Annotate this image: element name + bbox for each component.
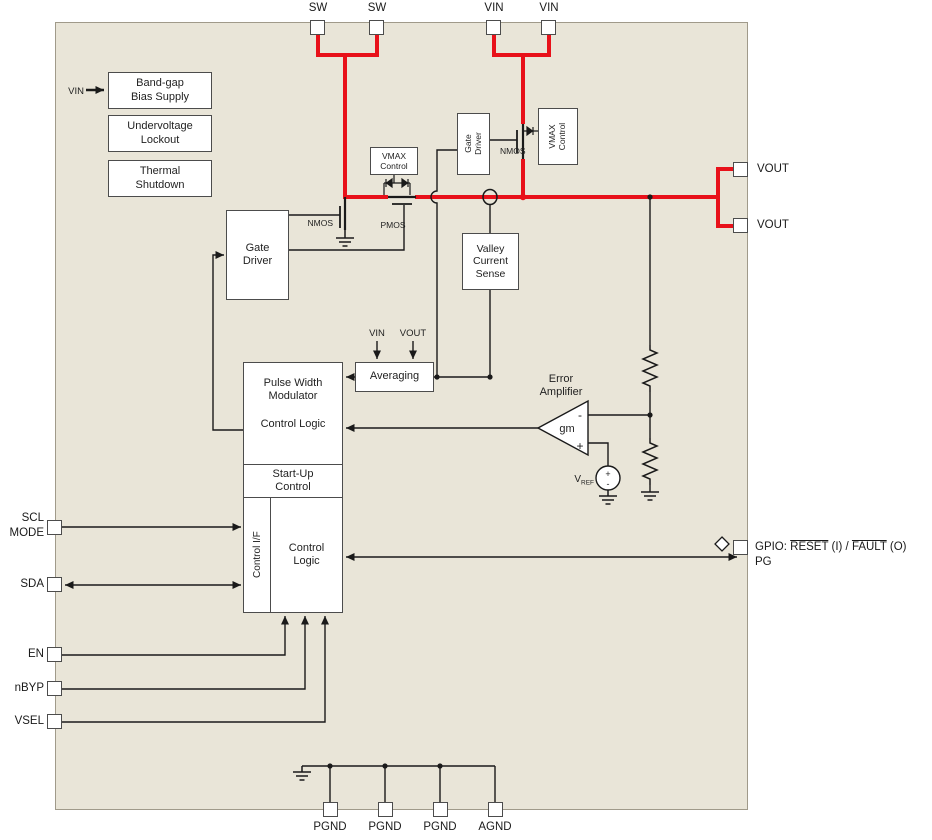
ground-nmos-left xyxy=(336,230,354,247)
control-if-strip: Control I/F xyxy=(244,498,271,612)
pin-gpio xyxy=(733,540,748,555)
pin-pgnd-2 xyxy=(378,802,393,817)
rail-junction-dot xyxy=(519,193,527,201)
pin-vin-2 xyxy=(541,20,556,35)
reset-overline: RESET xyxy=(790,541,829,553)
label-vin-2: VIN xyxy=(539,2,559,14)
pin-sda xyxy=(47,577,62,592)
open-drain-diamond xyxy=(714,536,730,552)
block-pwm: Pulse Width Modulator Control Logic xyxy=(243,362,343,465)
label-pgnd-1: PGND xyxy=(313,821,347,833)
power-rail xyxy=(316,34,734,228)
resistor-bottom xyxy=(641,438,659,485)
avg-vin-label: VIN xyxy=(369,328,385,339)
pmos-symbol xyxy=(388,195,416,205)
nmos-left-label: NMOS xyxy=(308,218,334,228)
label-vin-1: VIN xyxy=(484,2,504,14)
block-thermal-shutdown: Thermal Shutdown xyxy=(108,160,212,197)
ground-bus-symbol xyxy=(293,766,311,781)
error-amp-label-2: Amplifier xyxy=(540,386,583,398)
label-vout-1: VOUT xyxy=(757,163,789,175)
amp-plus-label: + xyxy=(576,439,583,453)
block-startup-control: Start-Up Control xyxy=(243,464,343,498)
vout-branch xyxy=(716,167,734,228)
block-control: Control I/F Control Logic xyxy=(243,497,343,613)
label-pg: PG xyxy=(755,556,772,568)
pwm-to-gatedriver xyxy=(212,251,243,431)
block-bandgap: Band-gap Bias Supply xyxy=(108,72,212,109)
vref-wire xyxy=(588,442,609,466)
label-en: EN xyxy=(28,648,44,660)
label-nbyp: nBYP xyxy=(14,682,44,694)
label-sda: SDA xyxy=(20,578,44,590)
control-logic-area: Control Logic xyxy=(288,541,325,567)
pin-vout-1 xyxy=(733,162,748,177)
avg-vout-label: VOUT xyxy=(400,328,427,339)
en-wire xyxy=(62,616,289,656)
pmos-label: PMOS xyxy=(380,220,405,230)
pin-pgnd-1 xyxy=(323,802,338,817)
pin-scl-mode xyxy=(47,520,62,535)
pmos-bulk-diodes xyxy=(383,175,411,195)
amp-minus-label: - xyxy=(578,408,582,422)
block-gate-driver-2: Gate Driver xyxy=(457,113,490,175)
nmos-right-bulk-diode xyxy=(523,125,538,137)
vref-label: VREF xyxy=(574,474,594,487)
pin-nbyp xyxy=(47,681,62,696)
pin-sw-2 xyxy=(369,20,384,35)
label-scl: SCL xyxy=(21,512,44,524)
vref-minus: - xyxy=(607,479,610,489)
pin-sw-1 xyxy=(310,20,325,35)
block-vmax-control-top: VMAX Control xyxy=(370,147,418,175)
pin-en xyxy=(47,647,62,662)
vref-plus: + xyxy=(605,469,610,479)
label-sw-1: SW xyxy=(308,2,328,14)
pin-vsel xyxy=(47,714,62,729)
block-gate-driver: Gate Driver xyxy=(226,210,289,300)
label-mode: MODE xyxy=(9,527,45,539)
nmos-left-symbol xyxy=(339,197,347,230)
error-amp-label-1: Error xyxy=(549,373,574,385)
pin-vout-2 xyxy=(733,218,748,233)
label-vout-2: VOUT xyxy=(757,219,789,231)
vin-arrow-label: VIN xyxy=(68,86,84,97)
signal-wires xyxy=(62,86,737,803)
resistor-top xyxy=(641,345,659,392)
pin-pgnd-3 xyxy=(433,802,448,817)
pin-vin-1 xyxy=(486,20,501,35)
nmos-right-label: NMOS xyxy=(500,146,526,156)
gate-lead-pmos xyxy=(289,205,405,251)
gm-label: gm xyxy=(559,423,574,435)
label-sw-2: SW xyxy=(367,2,387,14)
label-vsel: VSEL xyxy=(14,715,44,727)
vin-rail xyxy=(492,34,551,124)
label-agnd: AGND xyxy=(478,821,512,833)
vref-source xyxy=(595,465,621,491)
nbyp-wire xyxy=(62,616,309,690)
nmos-right-symbol xyxy=(516,124,525,159)
gatedriver2-sense-wire xyxy=(430,149,458,377)
sw-rail xyxy=(316,34,379,199)
fault-overline: FAULT xyxy=(851,541,887,553)
ground-symbols xyxy=(293,230,659,781)
error-amp-triangle xyxy=(536,399,589,457)
vsel-wire xyxy=(62,616,329,723)
block-vmax-control-right: VMAX Control xyxy=(538,108,578,165)
block-averaging: Averaging xyxy=(355,362,434,392)
label-pgnd-2: PGND xyxy=(368,821,402,833)
junction-dots xyxy=(327,194,653,769)
label-gpio: GPIO: RESET (I) / FAULT (O) xyxy=(755,541,907,553)
current-sense-loop xyxy=(482,188,498,206)
feedback-divider-resistors xyxy=(641,345,659,485)
pin-agnd xyxy=(488,802,503,817)
label-pgnd-3: PGND xyxy=(423,821,457,833)
ground-divider xyxy=(641,491,659,501)
block-valley-current-sense: Valley Current Sense xyxy=(462,233,519,290)
ground-vref xyxy=(599,490,617,505)
block-uvlo: Undervoltage Lockout xyxy=(108,115,212,152)
